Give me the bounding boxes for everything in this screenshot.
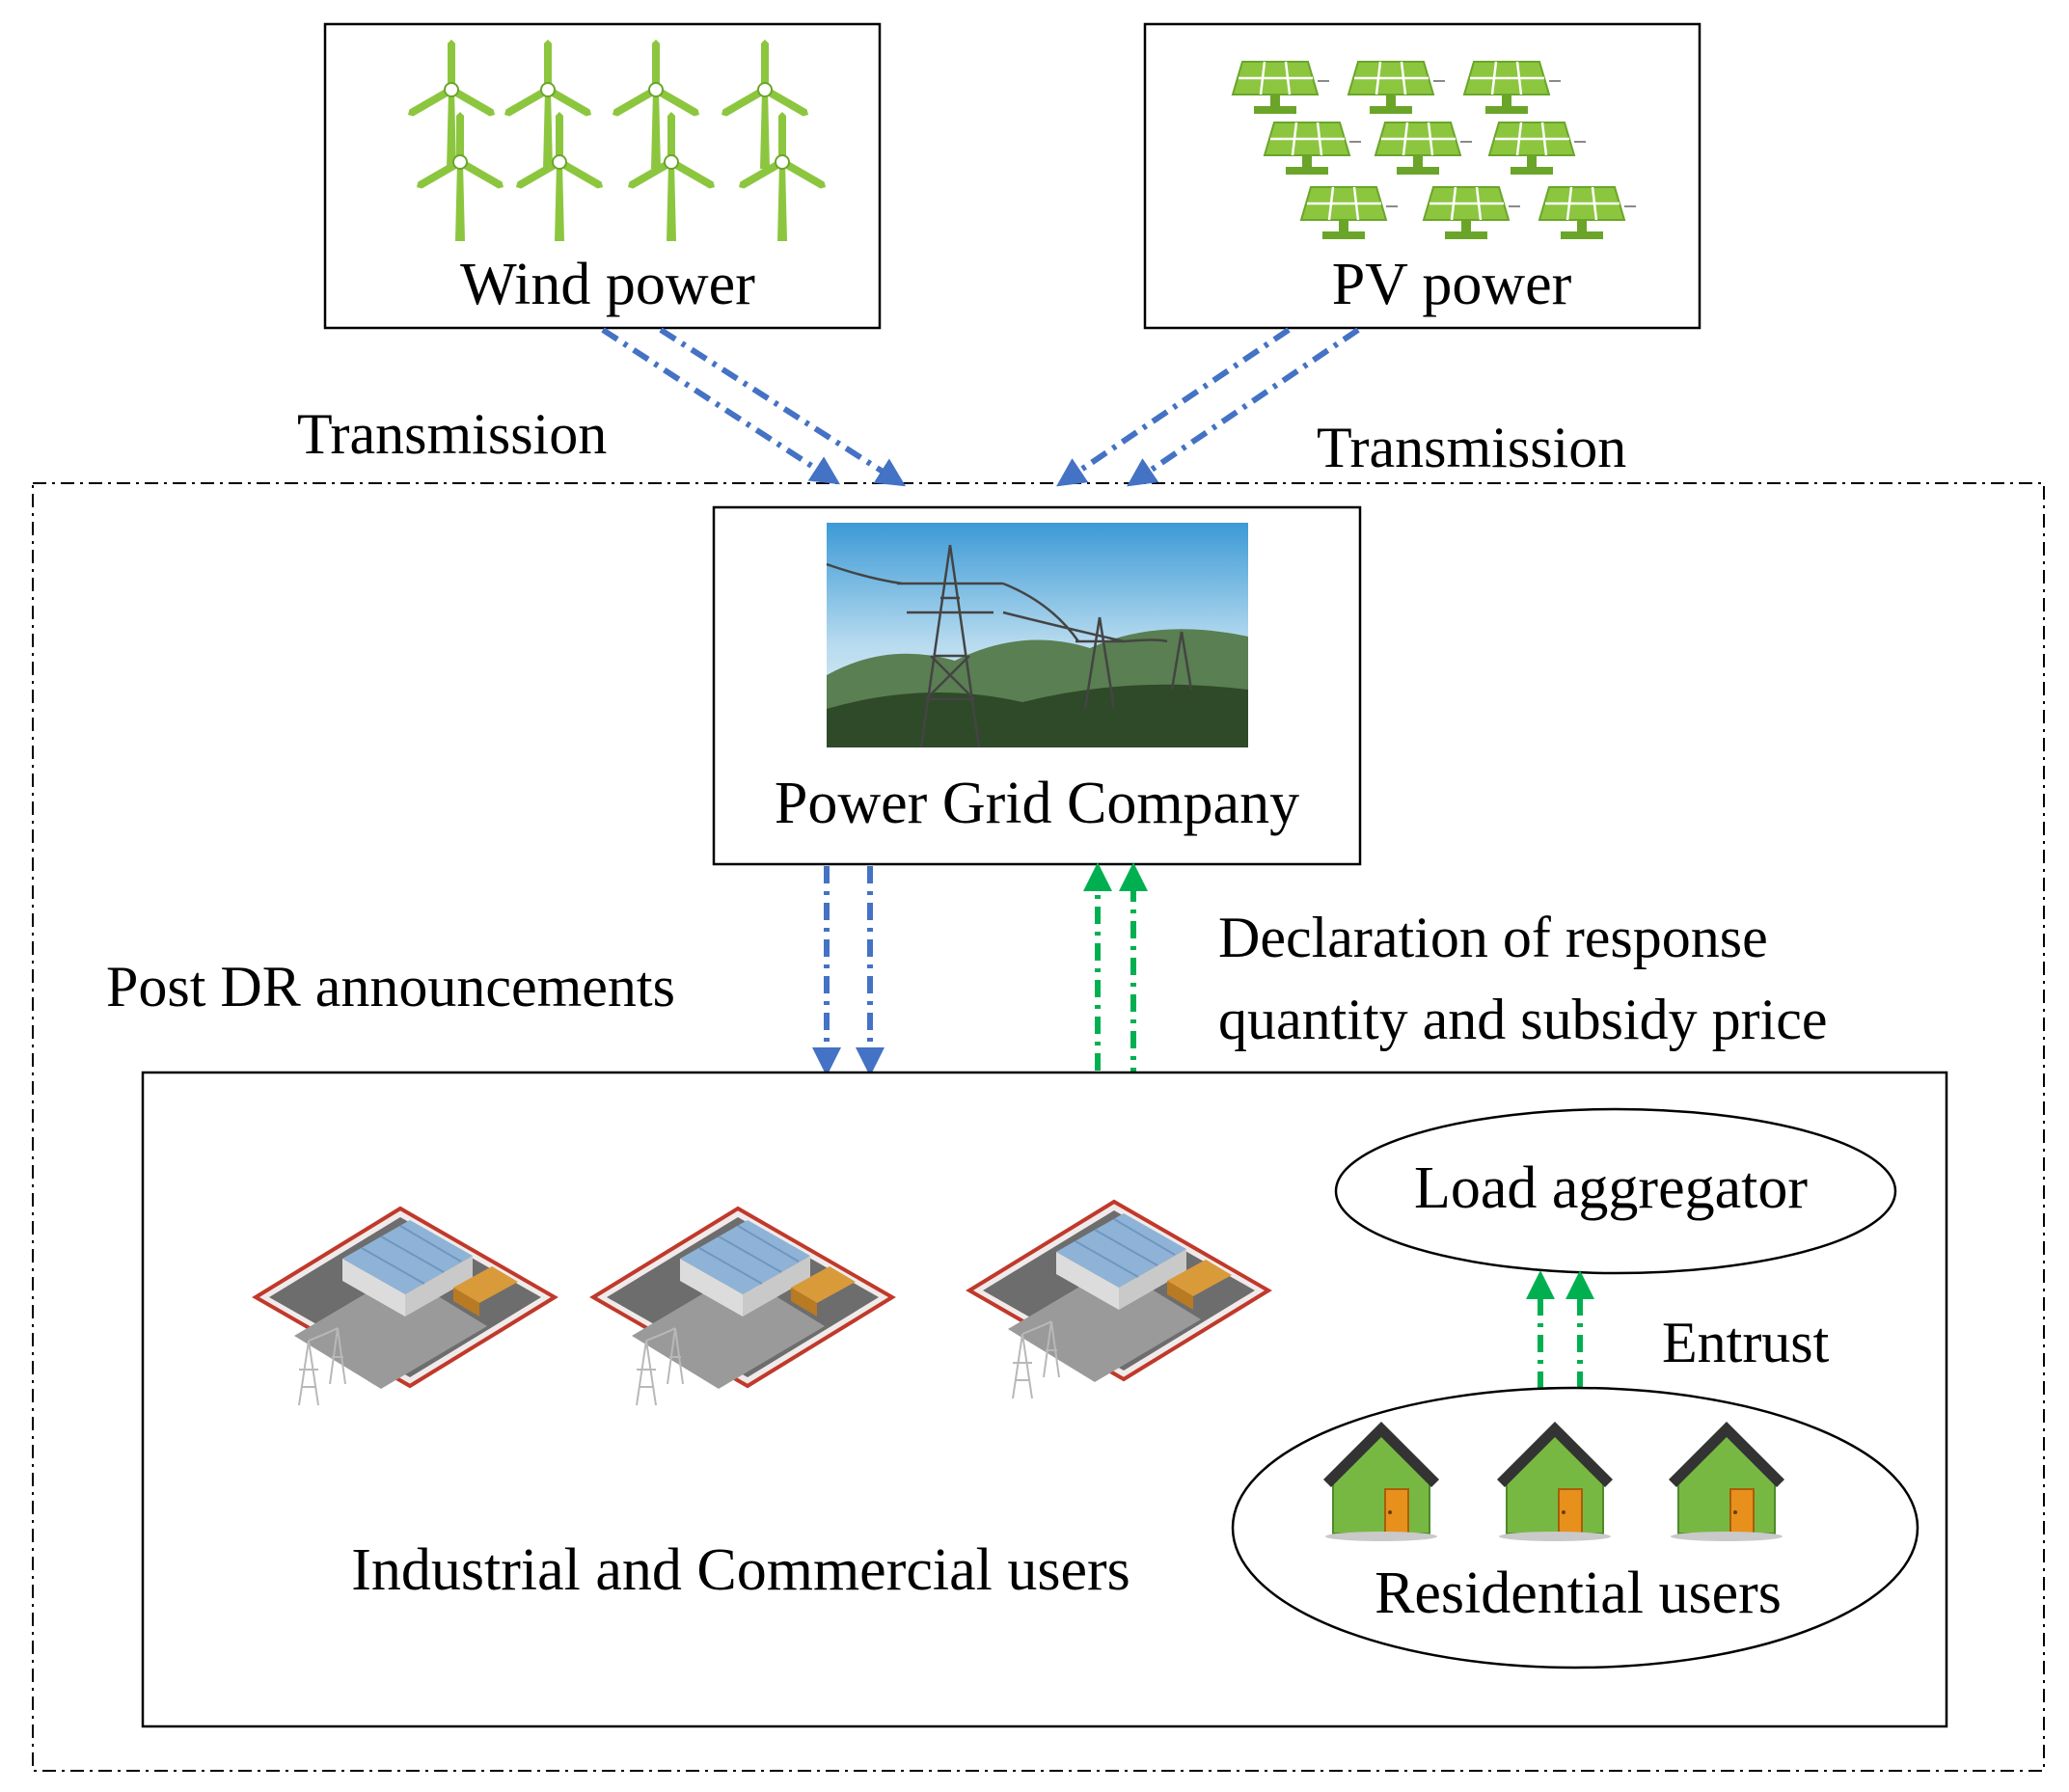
declaration-label-line1: Declaration of response (1218, 906, 1768, 969)
wind-power-label: Wind power (460, 252, 755, 317)
house-icon (1322, 1421, 1785, 1542)
power-grid-company-node: Power Grid Company (712, 505, 1362, 866)
transmission-tower-photo (826, 523, 1248, 748)
entrust-label: Entrust (1662, 1311, 1830, 1374)
post-dr-label: Post DR announcements (106, 955, 675, 1018)
residential-users-node: Residential users (1231, 1386, 1919, 1670)
declaration-label-line2: quantity and subsidy price (1218, 988, 1828, 1051)
pv-power-node: PV power (1143, 22, 1701, 330)
transmission-arrows-left (601, 327, 907, 487)
power-grid-company-label: Power Grid Company (775, 771, 1299, 836)
factory-icon (254, 1200, 1270, 1407)
transmission-label-left: Transmission (297, 402, 607, 466)
transmission-arrows-right (1056, 327, 1360, 487)
load-aggregator-label: Load aggregator (1414, 1155, 1808, 1221)
load-aggregator-node: Load aggregator (1334, 1107, 1897, 1275)
declaration-arrows (1083, 862, 1148, 1085)
pv-power-label: PV power (1332, 252, 1572, 317)
transmission-label-right: Transmission (1317, 416, 1626, 479)
industrial-users-label: Industrial and Commercial users (351, 1537, 1130, 1603)
post-dr-arrows (812, 866, 885, 1076)
users-node: Industrial and Commercial users Load agg… (141, 1071, 1948, 1728)
wind-power-node: Wind power (323, 22, 882, 330)
residential-users-label: Residential users (1375, 1561, 1782, 1626)
